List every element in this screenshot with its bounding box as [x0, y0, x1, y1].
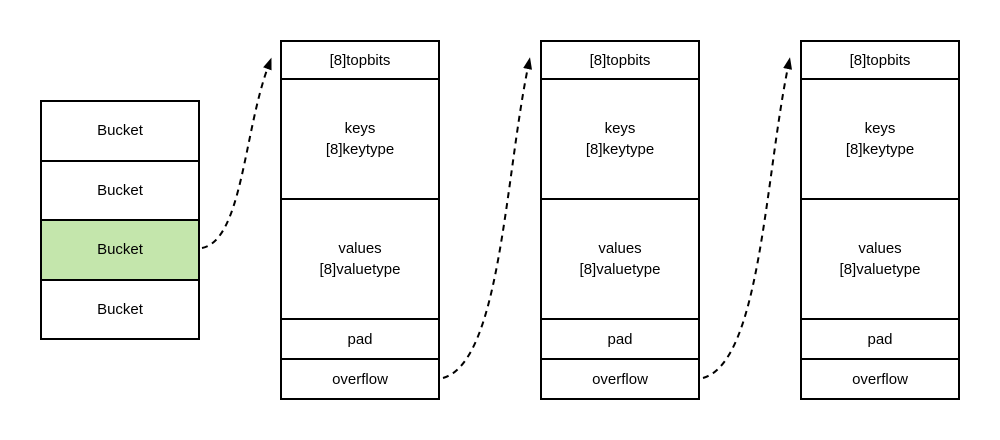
arrow-overflow-2-to-struct-3-icon	[702, 57, 793, 379]
struct-1-keys-cell: keys [8]keytype	[282, 80, 438, 200]
bucket-row-4: Bucket	[42, 278, 198, 338]
field-label: values	[598, 240, 642, 257]
field-label: values	[858, 240, 902, 257]
field-label: overflow	[852, 370, 908, 388]
field-type: [8]keytype	[585, 141, 655, 158]
struct-1-values-cell: values [8]valuetype	[282, 200, 438, 320]
field-type: [8]keytype	[325, 141, 395, 158]
arrow-overflow-1-to-struct-2-icon	[442, 57, 533, 379]
struct-1-overflow-cell: overflow	[282, 360, 438, 398]
bucket-array: Bucket Bucket Bucket Bucket	[40, 100, 200, 340]
bucket-row-2: Bucket	[42, 159, 198, 219]
field-label: [8]topbits	[849, 51, 911, 69]
field-label: overflow	[592, 370, 648, 388]
field-label: pad	[867, 330, 893, 348]
bucket-row-label: Bucket	[97, 122, 143, 140]
struct-2-overflow-cell: overflow	[542, 360, 698, 398]
struct-3-values-cell: values [8]valuetype	[802, 200, 958, 320]
field-type: [8]valuetype	[319, 261, 401, 278]
bucket-row-3-highlighted: Bucket	[42, 219, 198, 279]
struct-3-pad-cell: pad	[802, 320, 958, 360]
field-label: values	[338, 240, 382, 257]
field-label: pad	[347, 330, 373, 348]
struct-1-topbits-cell: [8]topbits	[282, 42, 438, 80]
struct-3-keys-cell: keys [8]keytype	[802, 80, 958, 200]
field-label: keys	[344, 120, 376, 137]
bucket-row-label: Bucket	[97, 300, 143, 318]
struct-3-overflow-cell: overflow	[802, 360, 958, 398]
bucket-row-label: Bucket	[97, 241, 143, 259]
struct-3-topbits-cell: [8]topbits	[802, 42, 958, 80]
struct-2-topbits-cell: [8]topbits	[542, 42, 698, 80]
bucket-struct-2: [8]topbits keys [8]keytype values [8]val…	[540, 40, 700, 400]
struct-2-values-cell: values [8]valuetype	[542, 200, 698, 320]
bucket-row-1: Bucket	[42, 102, 198, 160]
field-label: [8]topbits	[589, 51, 651, 69]
field-label: pad	[607, 330, 633, 348]
struct-1-pad-cell: pad	[282, 320, 438, 360]
field-label: [8]topbits	[329, 51, 391, 69]
field-label: keys	[604, 120, 636, 137]
struct-2-keys-cell: keys [8]keytype	[542, 80, 698, 200]
bucket-struct-1: [8]topbits keys [8]keytype values [8]val…	[280, 40, 440, 400]
struct-2-pad-cell: pad	[542, 320, 698, 360]
bucket-struct-3: [8]topbits keys [8]keytype values [8]val…	[800, 40, 960, 400]
field-label: overflow	[332, 370, 388, 388]
field-type: [8]valuetype	[839, 261, 921, 278]
field-label: keys	[864, 120, 896, 137]
field-type: [8]keytype	[845, 141, 915, 158]
field-type: [8]valuetype	[579, 261, 661, 278]
arrow-bucket-to-struct-1-icon	[201, 57, 272, 249]
bucket-row-label: Bucket	[97, 181, 143, 199]
